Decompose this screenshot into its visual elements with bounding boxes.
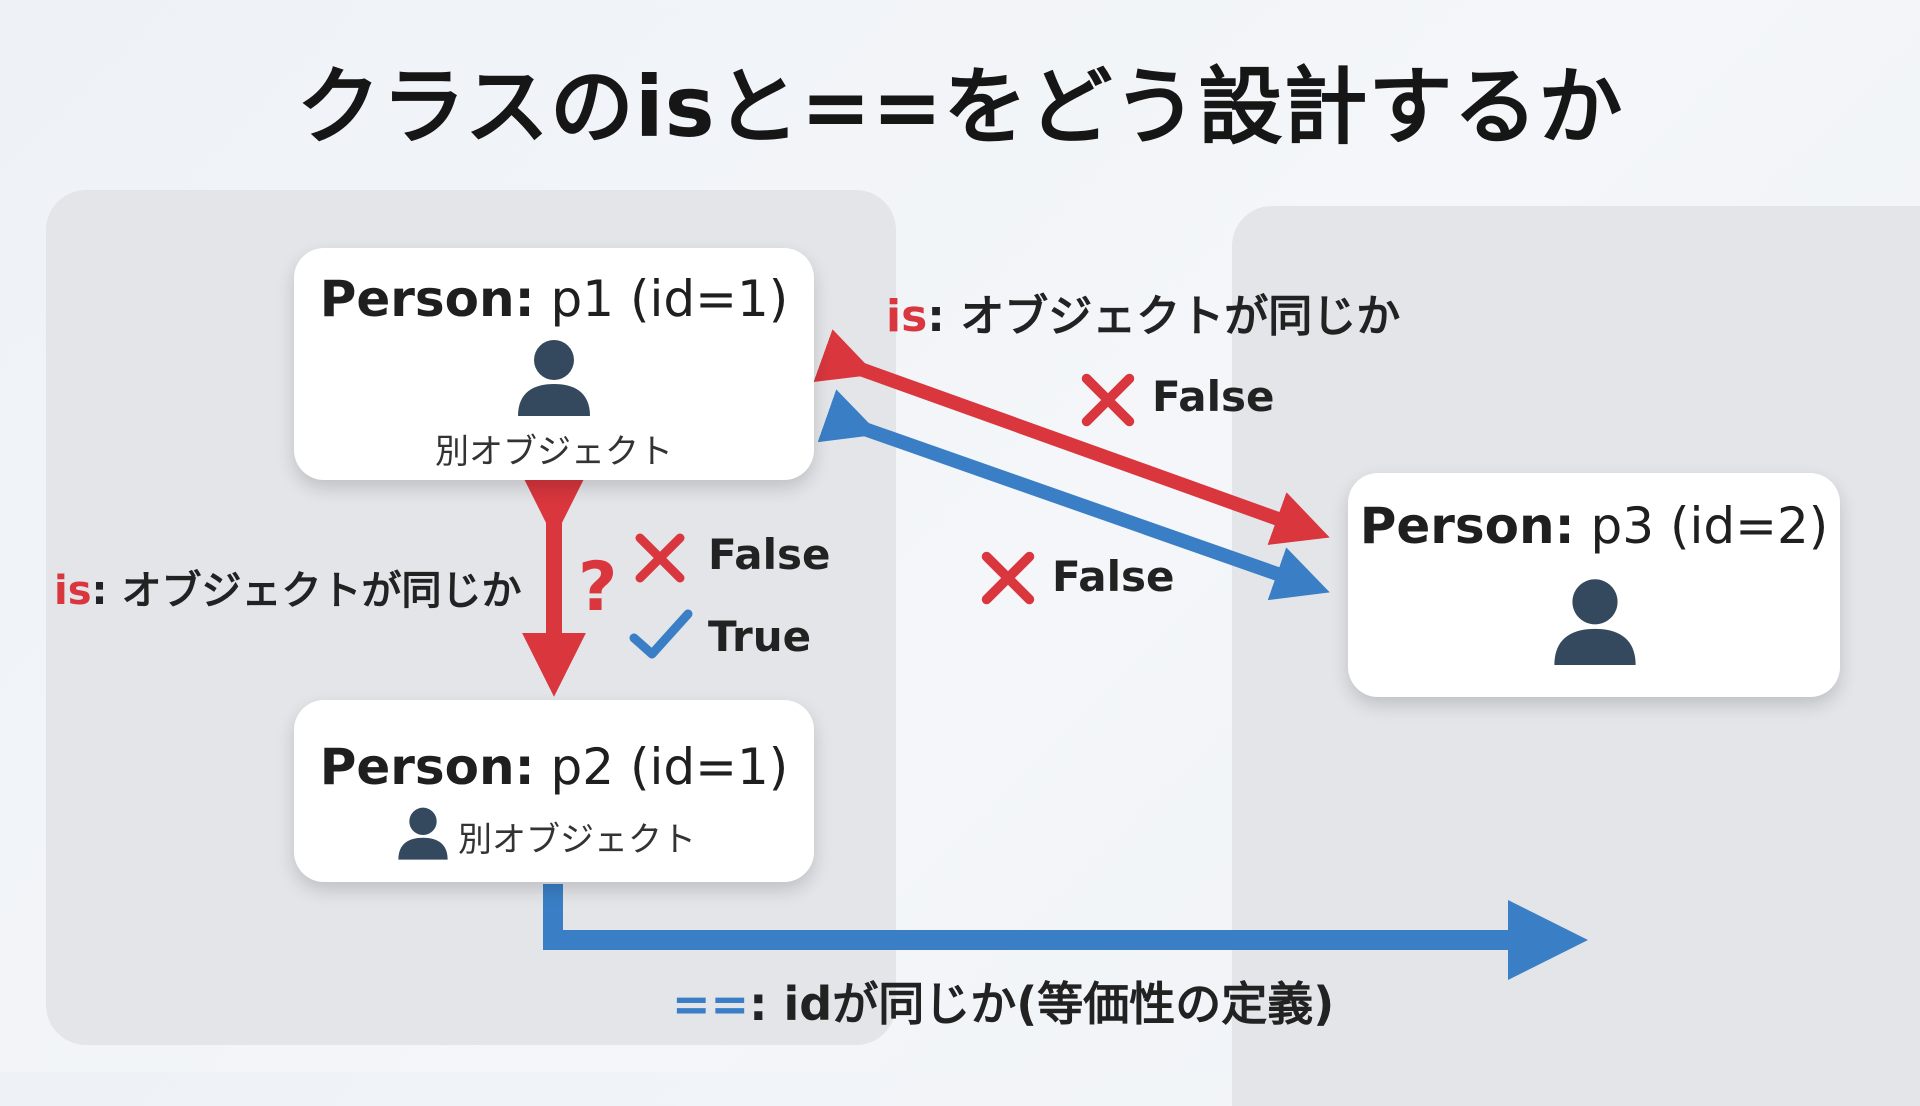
person-card-p2: Person: p2 (id=1) 別オブジェクト [294, 700, 814, 882]
eq-arrow-p2-right [543, 884, 1588, 980]
question-mark: ? [578, 548, 618, 627]
is-label-left: is: オブジェクトが同じか [54, 558, 521, 616]
card-type-label: Person: [319, 738, 535, 796]
card-name-label: p2 (id=1) [534, 738, 789, 796]
is-description: : オブジェクトが同じか [927, 291, 1401, 342]
person-card-p1: Person: p1 (id=1) 別オブジェクト [294, 248, 814, 480]
eq-description: : idが同じか(等価性の定義) [749, 977, 1335, 1031]
cross-icon [635, 533, 685, 583]
person-icon [1554, 579, 1636, 665]
check-icon [629, 609, 693, 659]
person-card-p3: Person: p3 (id=2) [1348, 473, 1840, 697]
result-false-left: False [708, 530, 831, 579]
person-icon [518, 340, 590, 416]
card-type-label: Person: [319, 270, 535, 328]
card-name-label: p1 (id=1) [534, 270, 789, 328]
card-name-label: p3 (id=2) [1574, 497, 1829, 555]
page-title: クラスのisと==をどう設計するか [296, 58, 1624, 156]
cross-icon [1081, 373, 1135, 427]
arrow-layer [522, 329, 1588, 980]
result-false-mid: False [1052, 552, 1175, 601]
cross-icon [981, 551, 1035, 605]
card-title-p2: Person: p2 (id=1) [294, 738, 814, 796]
is-operator: is [886, 291, 928, 342]
eq-operator: == [672, 977, 750, 1031]
eq-arrow-p1-p3 [817, 389, 1330, 601]
is-description: : オブジェクトが同じか [91, 568, 522, 614]
card-type-label: Person: [1359, 497, 1575, 555]
result-true-left: True [708, 612, 812, 661]
eq-label: ==: idが同じか(等価性の定義) [672, 968, 1334, 1034]
card-note-p1: 別オブジェクト [435, 432, 673, 472]
is-label-top: is: オブジェクトが同じか [886, 280, 1400, 344]
result-false-top: False [1152, 372, 1275, 421]
card-note-p2: 別オブジェクト [458, 820, 696, 860]
person-icon [398, 807, 448, 860]
card-title-p1: Person: p1 (id=1) [294, 270, 814, 328]
card-title-p3: Person: p3 (id=2) [1348, 497, 1840, 555]
is-operator: is [54, 568, 92, 614]
